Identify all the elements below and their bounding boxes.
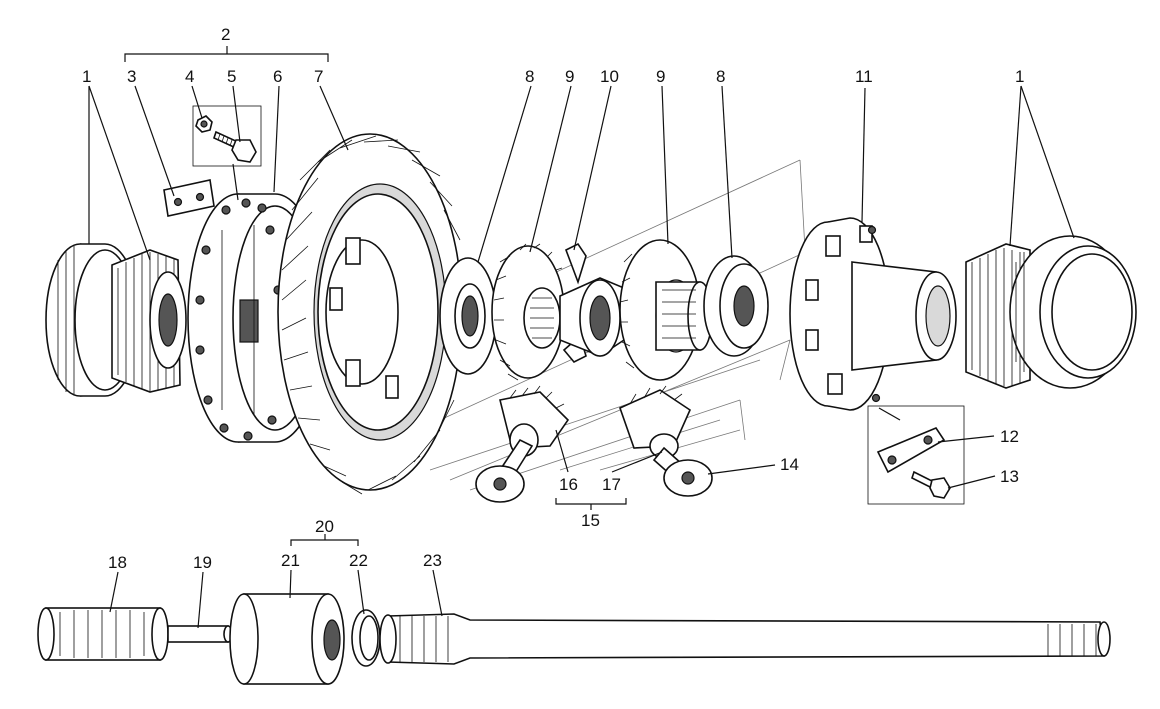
bracket-15	[555, 498, 627, 510]
callout-17: 17	[602, 475, 621, 494]
lock-plate-bolt-12-13	[867, 405, 965, 505]
callout-2: 2	[221, 25, 230, 44]
callout-8-left: 8	[525, 67, 534, 86]
side-gear-9-left	[491, 243, 565, 381]
snap-ring-22	[351, 609, 381, 667]
callout-14: 14	[780, 455, 799, 474]
nut-bolt-4-5	[192, 105, 262, 167]
callout-11: 11	[855, 67, 873, 86]
callout-3: 3	[127, 67, 136, 86]
bracket-20	[290, 534, 359, 546]
callout-1-left: 1	[82, 67, 91, 86]
callout-8-right: 8	[716, 67, 725, 86]
spline-coupling-18	[37, 607, 169, 661]
ring-gear-7	[277, 133, 463, 495]
axle-shaft-23	[379, 613, 1111, 665]
lock-plate-3	[163, 179, 215, 217]
pinion-gear-16	[475, 385, 570, 503]
callout-4: 4	[185, 67, 194, 86]
spider-10	[559, 242, 625, 363]
callout-22: 22	[349, 551, 368, 570]
callout-1-right: 1	[1015, 67, 1024, 86]
callout-numbers: 1 2 3 4 5 6 7 8 9 10 9 8 11 1 12 13 14 1…	[82, 25, 1024, 572]
callout-5: 5	[227, 67, 236, 86]
bracket-2	[124, 46, 329, 62]
callout-16: 16	[559, 475, 578, 494]
leader-lines	[88, 85, 1075, 629]
pinion-gear-17	[619, 385, 713, 497]
differential-case-11	[789, 217, 957, 411]
thrust-washer-8-right	[703, 255, 769, 357]
callout-10: 10	[600, 67, 619, 86]
side-gear-9-right	[619, 239, 713, 381]
callout-23: 23	[423, 551, 442, 570]
callout-12: 12	[1000, 427, 1019, 446]
thrust-washer-8-left	[439, 257, 497, 375]
sleeve-21	[229, 593, 345, 685]
callout-15: 15	[581, 511, 600, 530]
callout-20: 20	[315, 517, 334, 536]
callout-7: 7	[314, 67, 323, 86]
callout-18: 18	[108, 553, 127, 572]
callout-21: 21	[281, 551, 300, 570]
pin-19	[167, 625, 233, 643]
callout-6: 6	[273, 67, 282, 86]
bearing-right	[965, 235, 1137, 389]
callout-9-right: 9	[656, 67, 665, 86]
callout-13: 13	[1000, 467, 1019, 486]
callout-9-left: 9	[565, 67, 574, 86]
callout-19: 19	[193, 553, 212, 572]
bearing-left	[45, 243, 187, 397]
